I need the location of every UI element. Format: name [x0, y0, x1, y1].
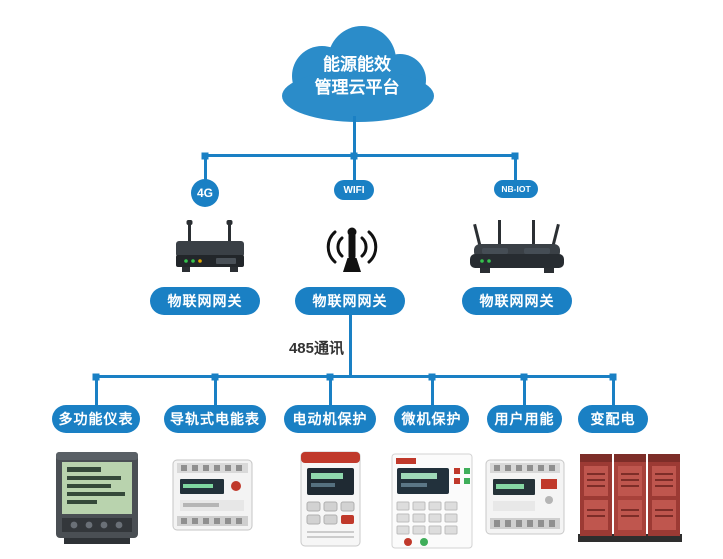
- cloud-title-line1: 能源能效: [323, 55, 391, 74]
- connector-485-trunk: [349, 315, 352, 376]
- device-label-text: 微机保护: [401, 411, 462, 427]
- router-nbiot-icon: [470, 220, 564, 273]
- connector-drop-nbiot: [514, 156, 517, 180]
- device-label-text: 变配电: [590, 411, 636, 427]
- gateway-label-nbiot: 物联网网关: [462, 287, 572, 315]
- connector-drop-device-1: [95, 377, 98, 405]
- connector-drop-device-5: [523, 377, 526, 405]
- gateway-label-wifi-text: 物联网网关: [312, 293, 388, 309]
- connector-drop-device-6: [612, 377, 615, 405]
- badge-4g: 4G: [191, 179, 219, 207]
- bus-485-label-text: 485通讯: [288, 340, 344, 357]
- device-label-text: 用户用能: [494, 411, 555, 427]
- connector-drop-4g: [204, 156, 207, 180]
- device-label-user-energy: 用户用能: [487, 405, 562, 433]
- product-image-multifunction-meter: [56, 452, 138, 544]
- connector-cloud-trunk: [353, 116, 356, 155]
- device-label-text: 电动机保护: [292, 411, 368, 427]
- gateway-label-4g-text: 物联网网关: [167, 293, 243, 309]
- bus-485-label: 485通讯: [256, 337, 344, 358]
- device-label-power-distribution: 变配电: [578, 405, 648, 433]
- connector-top-bus: [204, 154, 516, 157]
- product-image-motor-protection: [300, 451, 361, 547]
- gateway-label-wifi: 物联网网关: [295, 287, 405, 315]
- gateway-label-4g: 物联网网关: [150, 287, 260, 315]
- badge-nbiot: NB-IOT: [494, 180, 538, 198]
- cloud-title: 能源能效 管理云平台: [272, 54, 442, 100]
- wifi-antenna-icon: [326, 227, 378, 272]
- router-4g-icon: [176, 220, 244, 272]
- connector-bottom-bus: [95, 375, 614, 378]
- device-label-microcomputer-protection: 微机保护: [394, 405, 469, 433]
- device-label-text: 导轨式电能表: [170, 411, 260, 427]
- badge-wifi-label: WIFI: [343, 184, 365, 196]
- connector-drop-wifi: [353, 156, 356, 180]
- product-image-din-rail-meter: [172, 459, 253, 531]
- badge-nbiot-label: NB-IOT: [501, 184, 531, 194]
- product-image-user-energy-meter: [485, 459, 565, 535]
- badge-4g-label: 4G: [196, 186, 213, 200]
- product-image-switchgear-cabinet: [578, 454, 682, 542]
- connector-drop-device-2: [214, 377, 217, 405]
- device-label-din-rail-meter: 导轨式电能表: [164, 405, 266, 433]
- connector-drop-device-3: [329, 377, 332, 405]
- device-label-multifunction-meter: 多功能仪表: [52, 405, 140, 433]
- device-label-text: 多功能仪表: [58, 411, 134, 427]
- device-label-motor-protection: 电动机保护: [284, 405, 376, 433]
- product-image-microcomputer-protection: [391, 453, 473, 549]
- connector-drop-device-4: [431, 377, 434, 405]
- badge-wifi: WIFI: [334, 180, 374, 200]
- cloud-icon: [282, 26, 434, 122]
- gateway-label-nbiot-text: 物联网网关: [479, 293, 555, 309]
- cloud-title-line2: 管理云平台: [314, 77, 400, 97]
